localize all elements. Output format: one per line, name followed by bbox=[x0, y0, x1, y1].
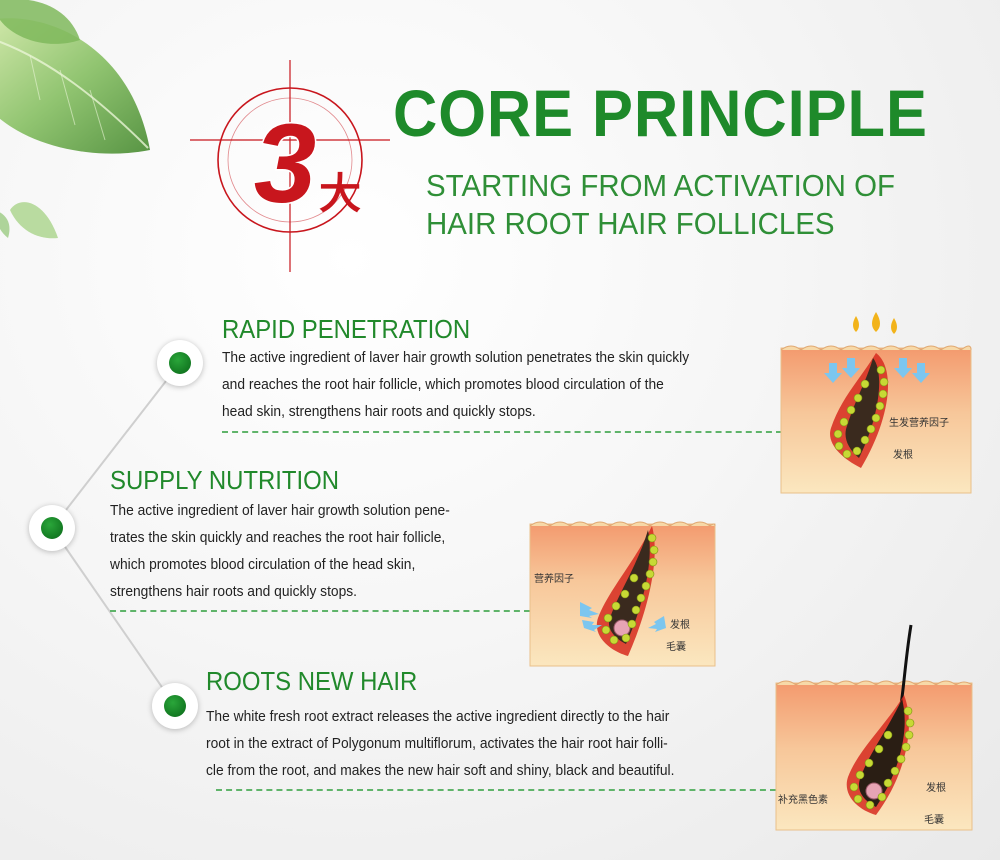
section-body-rapid-penetration: The active ingredient of laver hair grow… bbox=[222, 344, 689, 425]
section-divider bbox=[216, 789, 776, 791]
green-dot-icon bbox=[41, 517, 63, 539]
body-line: The active ingredient of laver hair grow… bbox=[222, 349, 690, 366]
diagram-label: 发根 bbox=[893, 448, 913, 461]
section-body-roots-new-hair: The white fresh root extract releases th… bbox=[206, 703, 674, 784]
section-divider bbox=[222, 431, 782, 433]
body-line: The active ingredient of laver hair grow… bbox=[110, 502, 450, 519]
diagram-label: 营养因子 bbox=[534, 572, 574, 585]
body-line: which promotes blood circulation of the … bbox=[110, 556, 416, 573]
oil-drop-icon bbox=[853, 312, 897, 334]
leaf-icon bbox=[0, 0, 80, 44]
badge-char: 大 bbox=[319, 169, 361, 218]
subtitle-line-2: HAIR ROOT HAIR FOLLICLES bbox=[426, 206, 835, 241]
body-line: The white fresh root extract releases th… bbox=[206, 708, 670, 725]
body-line: trates the skin quickly and reaches the … bbox=[110, 529, 446, 546]
body-line: and reaches the root hair follicle, whic… bbox=[222, 376, 664, 393]
section-marker-3 bbox=[152, 683, 198, 729]
nutrient-dots bbox=[601, 533, 659, 645]
diagram-label: 发根 bbox=[926, 781, 946, 794]
leaf-icon bbox=[0, 18, 150, 154]
leaf-icon bbox=[0, 202, 58, 239]
diagram-label: 毛囊 bbox=[666, 640, 686, 653]
leaf-decoration bbox=[0, 0, 150, 239]
body-line: cle from the root, and makes the new hai… bbox=[206, 762, 675, 779]
diagram-label: 发根 bbox=[670, 618, 690, 631]
diagram-label: 补充黑色素 bbox=[778, 793, 828, 806]
body-line: strengthens hair roots and quickly stops… bbox=[110, 583, 358, 600]
diagram-label: 生发营养因子 bbox=[889, 416, 949, 429]
subtitle-line-1: STARTING FROM ACTIVATION OF bbox=[426, 168, 896, 203]
follicle-diagram-nutrition: 营养因子 发根 毛囊 bbox=[529, 521, 716, 667]
arrow-in-icon bbox=[580, 602, 666, 632]
nutrient-dots bbox=[833, 365, 889, 459]
nutrient-dots bbox=[849, 706, 915, 810]
body-line: head skin, strengthens hair roots and qu… bbox=[222, 403, 536, 420]
green-dot-icon bbox=[164, 695, 186, 717]
section-title-supply-nutrition: SUPPLY NUTRITION bbox=[110, 465, 340, 495]
section-marker-1 bbox=[157, 340, 203, 386]
section-body-supply-nutrition: The active ingredient of laver hair grow… bbox=[110, 497, 450, 605]
section-title-rapid-penetration: RAPID PENETRATION bbox=[222, 314, 471, 344]
green-dot-icon bbox=[169, 352, 191, 374]
page-title: CORE PRINCIPLE bbox=[393, 76, 928, 150]
diagram-label: 毛囊 bbox=[924, 813, 944, 826]
follicle-diagram-penetration: 生发营养因子 发根 bbox=[780, 312, 972, 494]
arrow-down-icon bbox=[824, 358, 930, 383]
follicle-diagram-new-hair: 补充黑色素 发根 毛囊 bbox=[775, 624, 973, 831]
target-circle-icon bbox=[190, 60, 390, 272]
badge-number: 3 bbox=[254, 101, 316, 226]
section-marker-2 bbox=[29, 505, 75, 551]
section-divider bbox=[110, 610, 530, 612]
body-line: root in the extract of Polygonum multifl… bbox=[206, 735, 668, 752]
badge-target: 3 大 bbox=[190, 60, 390, 272]
section-title-roots-new-hair: ROOTS NEW HAIR bbox=[206, 666, 418, 696]
